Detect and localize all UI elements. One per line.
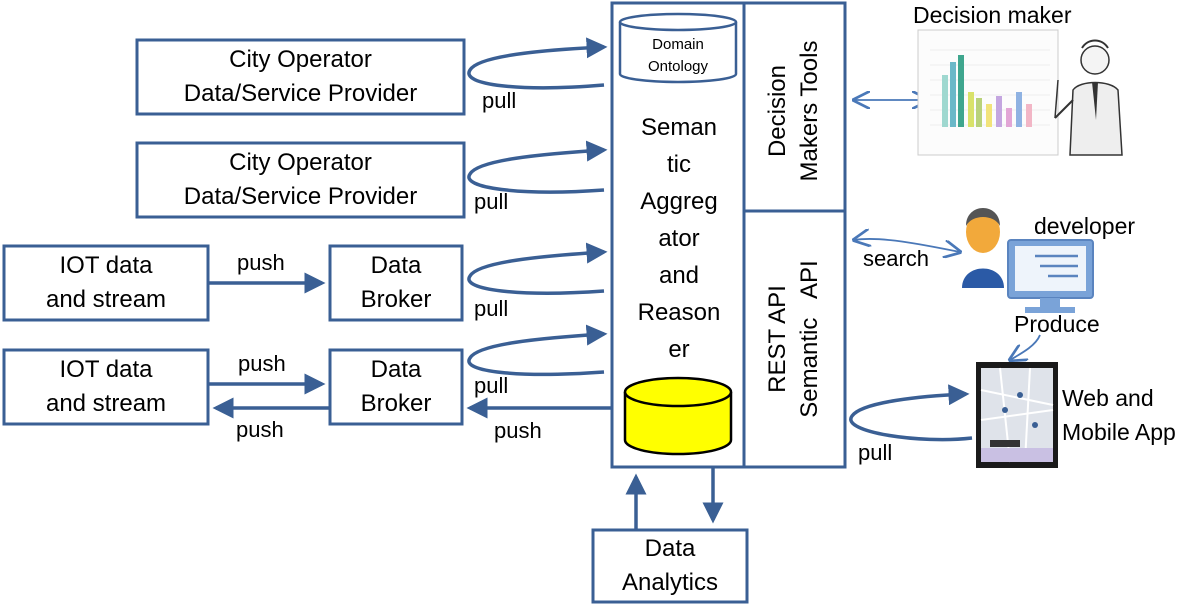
data-broker-label-2: Data Broker bbox=[330, 350, 462, 424]
app-pull-loop bbox=[849, 384, 973, 442]
search-link bbox=[854, 239, 960, 252]
api-line1: REST API bbox=[764, 285, 791, 393]
iot-source-label-1: IOT data and stream bbox=[4, 246, 208, 320]
city-operator-label-2: City Operator Data/Service Provider bbox=[137, 143, 464, 217]
data-broker-box-2 bbox=[328, 348, 464, 426]
app-pull-label: pull bbox=[858, 440, 893, 465]
mobile-app-screenshot bbox=[976, 362, 1058, 468]
api-line2: Semantic API bbox=[796, 260, 823, 418]
domain-ontology-label: Domain Ontology bbox=[620, 32, 736, 80]
decision-makers-tools-label: Decision Makers Tools bbox=[759, 11, 829, 211]
search-label: search bbox=[863, 246, 930, 271]
data-analytics-label: Data Analytics bbox=[593, 530, 747, 602]
pull-label-broker-2: pull bbox=[474, 373, 509, 398]
app-line2: Mobile App bbox=[1062, 419, 1176, 445]
aggregator-line: tic bbox=[667, 150, 691, 178]
pull-loop-city-2 bbox=[467, 140, 608, 194]
produce-link bbox=[1010, 334, 1041, 360]
iot-line1: IOT data bbox=[59, 252, 153, 279]
broker-line1: Data bbox=[370, 252, 422, 279]
aggregator-line: ator bbox=[658, 224, 700, 252]
semantic-api-label: REST API Semantic API bbox=[759, 229, 829, 449]
iot-line2: and stream bbox=[45, 286, 167, 313]
iot-source-box-2 bbox=[2, 348, 210, 426]
data-analytics-box bbox=[591, 528, 749, 604]
pull-loop-broker-2 bbox=[467, 324, 608, 377]
domain-ontology-cylinder bbox=[618, 12, 738, 84]
iot-source-label-2: IOT data and stream bbox=[4, 350, 208, 424]
pull-label-city-1: pull bbox=[482, 88, 517, 113]
semantic-aggregator-label: Seman tic Aggreg ator and Reason er bbox=[614, 107, 744, 369]
produce-label: Produce bbox=[1014, 311, 1100, 337]
iot-line2: and stream bbox=[45, 390, 167, 417]
aggregator-line: and bbox=[658, 261, 700, 289]
pull-loop-city-1 bbox=[467, 37, 608, 90]
city-operator-box-1 bbox=[135, 38, 466, 116]
data-broker-box-1 bbox=[328, 244, 464, 322]
aggregator-line: Reason bbox=[637, 298, 721, 326]
push-back-label-broker-2: push bbox=[494, 418, 542, 443]
broker-line1: Data bbox=[370, 356, 422, 383]
presenter-figure-icon bbox=[1054, 39, 1123, 156]
ontology-line2: Ontology bbox=[647, 58, 709, 75]
broker-line2: Broker bbox=[360, 286, 432, 313]
developer-label: developer bbox=[1034, 213, 1136, 239]
city-operator-line1: City Operator bbox=[229, 46, 372, 73]
ontology-line1: Domain bbox=[652, 36, 704, 53]
aggregator-line: Aggreg bbox=[640, 187, 718, 215]
push-label-iot-1: push bbox=[237, 250, 285, 275]
city-operator-line2: Data/Service Provider bbox=[183, 183, 418, 210]
city-operator-line2: Data/Service Provider bbox=[183, 80, 418, 107]
push-label-iot-2: push bbox=[238, 351, 286, 376]
pull-label-broker-1: pull bbox=[474, 296, 509, 321]
aggregator-line: er bbox=[668, 335, 690, 363]
decision-chart-illustration bbox=[917, 29, 1059, 156]
decision-tools-line1: Decision bbox=[764, 64, 791, 158]
city-operator-label-1: City Operator Data/Service Provider bbox=[137, 40, 464, 114]
push-back-label-iot-2: push bbox=[236, 417, 284, 442]
pull-label-city-2: pull bbox=[474, 189, 509, 214]
storage-database-icon bbox=[623, 376, 733, 456]
decision-tools-line2: Makers Tools bbox=[796, 40, 823, 182]
iot-line1: IOT data bbox=[59, 356, 153, 383]
data-broker-label-1: Data Broker bbox=[330, 246, 462, 320]
analytics-line2: Analytics bbox=[621, 569, 719, 596]
pull-loop-broker-1 bbox=[467, 242, 608, 295]
city-operator-line1: City Operator bbox=[229, 149, 372, 176]
city-operator-box-2 bbox=[135, 141, 466, 219]
decision-maker-label: Decision maker bbox=[913, 2, 1072, 28]
developer-monitor-icon bbox=[1007, 239, 1094, 313]
developer-person-icon bbox=[962, 208, 1004, 288]
app-line1: Web and bbox=[1062, 385, 1154, 411]
broker-line2: Broker bbox=[360, 390, 432, 417]
iot-source-box-1 bbox=[2, 244, 210, 322]
analytics-line1: Data bbox=[644, 535, 696, 562]
web-mobile-app-label: Web and Mobile App bbox=[1062, 380, 1200, 450]
aggregator-line: Seman bbox=[640, 113, 718, 141]
